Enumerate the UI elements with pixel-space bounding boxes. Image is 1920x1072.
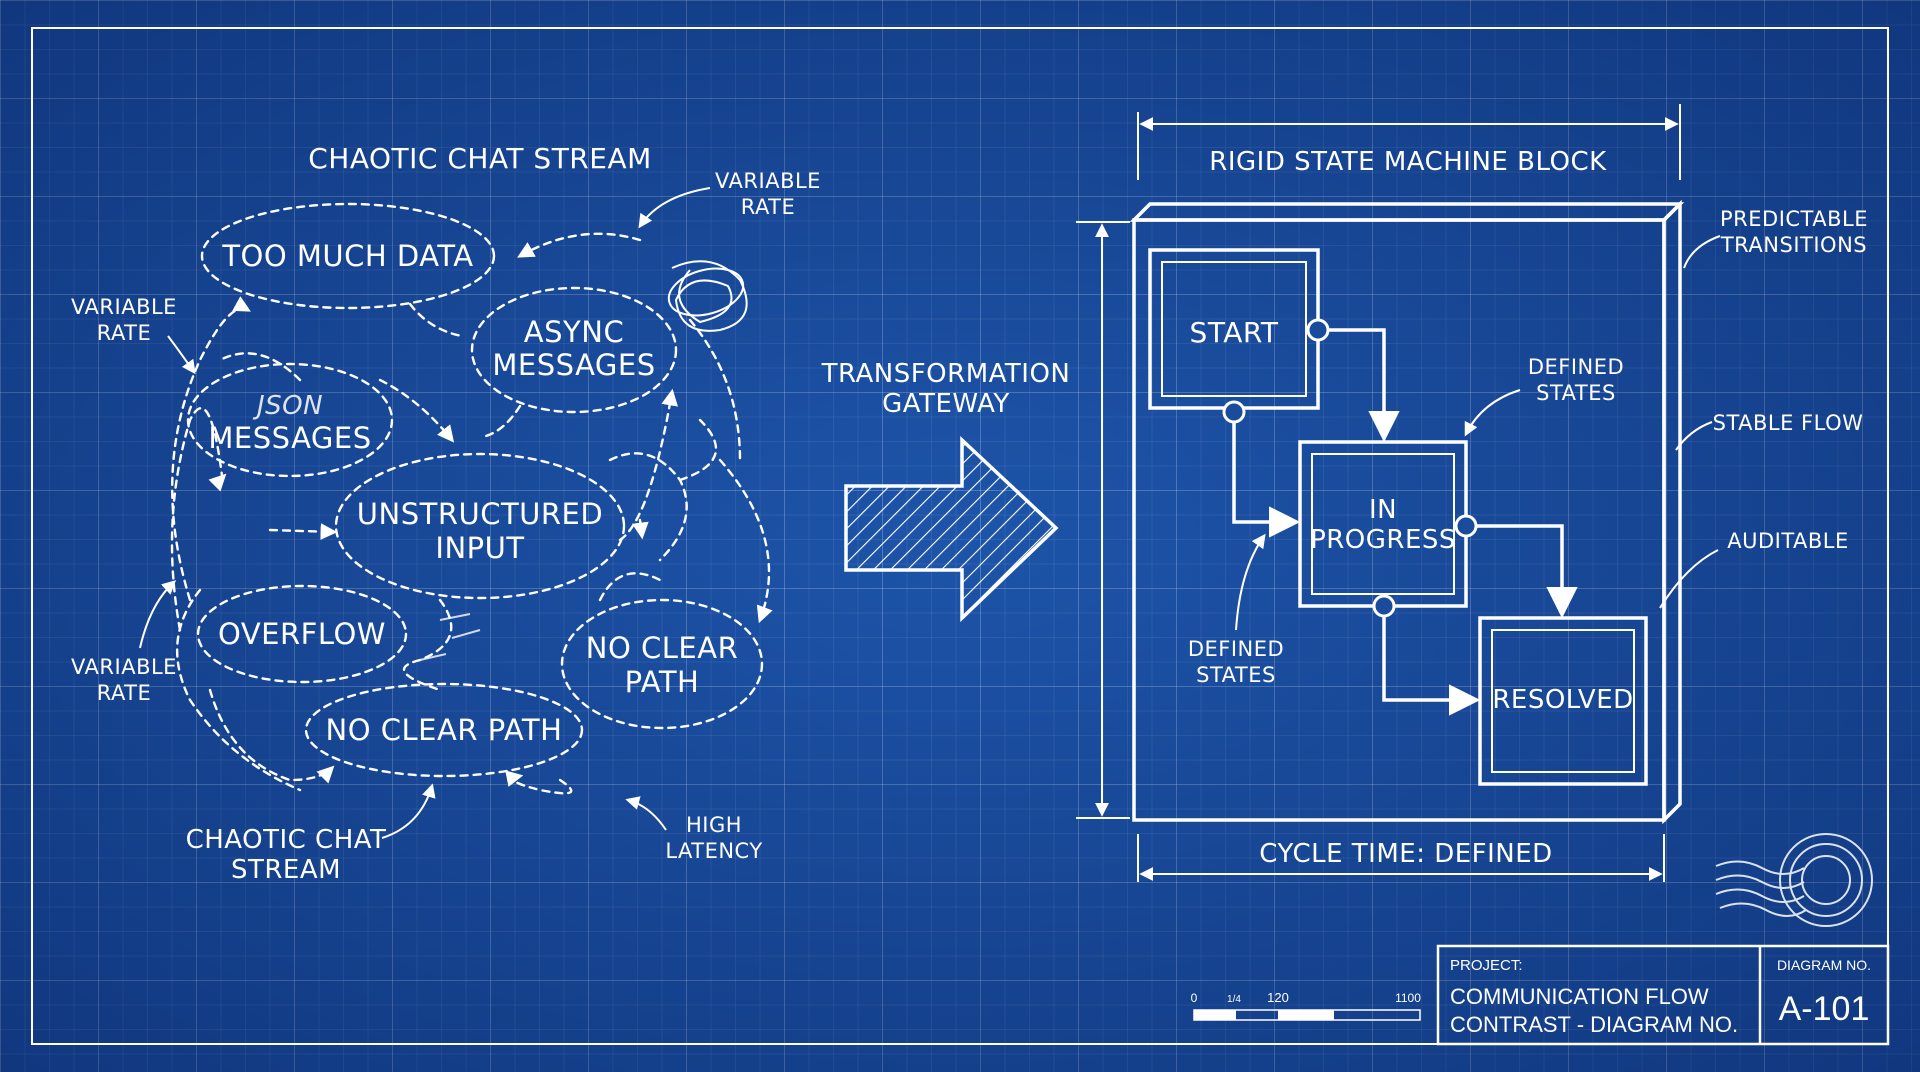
json-messages-bubble [186,362,394,478]
high-latency-label-1: HIGH [686,813,742,837]
in-progress-label-1: IN [1369,495,1397,525]
variable-rate-top-label-1: VARIABLE [715,169,821,193]
state-machine-area: RIGID STATE MACHINE BLOCK START IN PROGR… [1076,104,1868,882]
scale-tick-3: 1100 [1395,991,1421,1005]
diagram-number: A-101 [1779,990,1870,1028]
start-state-label: START [1190,316,1279,349]
unstructured-input-bubble [334,452,626,600]
defined-states-top-label-1: DEFINED [1528,355,1624,379]
unstructured-label-2: INPUT [435,531,524,565]
project-label: PROJECT: [1450,957,1523,974]
json-messages-label: MESSAGES [208,421,371,455]
no-clear-path-right-label-2: PATH [625,665,700,699]
unstructured-label-1: UNSTRUCTURED [357,497,603,531]
json-scribble-label: JSON [252,391,323,421]
variable-rate-low-label-2: RATE [97,681,152,705]
defined-states-left-label-1: DEFINED [1188,637,1284,661]
project-line-2: CONTRAST - DIAGRAM NO. [1450,1012,1738,1037]
too-much-data-label: TOO MUCH DATA [221,239,473,273]
diagram-no-label: DIAGRAM NO. [1777,957,1871,973]
scale-bar: 0 1/4 120 1100 [1191,990,1421,1021]
variable-rate-left-label-1: VARIABLE [71,295,177,319]
chaotic-chat-stream-area: CHAOTIC CHAT STREAM TOO MUCH DATA ASYNC … [71,142,821,885]
too-much-data-bubble [200,202,496,310]
gateway-arrow [844,435,1059,623]
auditable-label: AUDITABLE [1727,529,1849,553]
sheet-border [31,27,1889,1045]
cycle-time-label: CYCLE TIME: DEFINED [1259,839,1552,869]
stable-flow-label: STABLE FLOW [1713,411,1864,435]
resolved-state-label: RESOLVED [1492,685,1633,715]
left-title: CHAOTIC CHAT STREAM [308,142,652,175]
overflow-label: OVERFLOW [218,617,386,651]
scale-tick-2: 120 [1267,990,1289,1005]
scale-tick-0: 0 [1191,991,1198,1005]
variable-rate-top-label-2: RATE [741,195,796,219]
state-machine-block [1132,218,1666,822]
overflow-bubble [196,584,408,684]
async-messages-bubble [470,286,678,414]
scribble-knot [671,260,748,332]
no-clear-path-bottom-label: NO CLEAR PATH [326,713,563,747]
async-label-2: MESSAGES [492,348,655,382]
defined-states-left-label-2: STATES [1196,663,1276,687]
no-clear-path-right-label-1: NO CLEAR [586,631,738,665]
async-label-1: ASYNC [524,315,624,349]
chaotic-bottom-label-1: CHAOTIC CHAT [186,825,387,855]
high-latency-label-2: LATENCY [665,839,762,863]
scale-tick-1: 1/4 [1227,994,1241,1005]
no-clear-path-right-bubble [560,598,764,730]
variable-rate-left-label-2: RATE [97,321,152,345]
gateway-label-2: GATEWAY [882,389,1010,419]
project-line-1: COMMUNICATION FLOW [1450,984,1709,1009]
transformation-gateway: TRANSFORMATION GATEWAY [821,359,1071,623]
no-clear-path-bottom-bubble [304,682,584,778]
variable-rate-low-label-1: VARIABLE [71,655,177,679]
right-title: RIGID STATE MACHINE BLOCK [1209,147,1607,177]
predictable-label-1: PREDICTABLE [1720,207,1868,231]
approval-stamp [1715,833,1873,927]
chaotic-bottom-label-2: STREAM [231,855,341,885]
defined-states-top-label-2: STATES [1536,381,1616,405]
in-progress-label-2: PROGRESS [1310,525,1456,555]
title-block: PROJECT: COMMUNICATION FLOW CONTRAST - D… [1436,944,1890,1046]
predictable-label-2: TRANSITIONS [1720,233,1867,257]
gateway-label-1: TRANSFORMATION [821,359,1071,389]
